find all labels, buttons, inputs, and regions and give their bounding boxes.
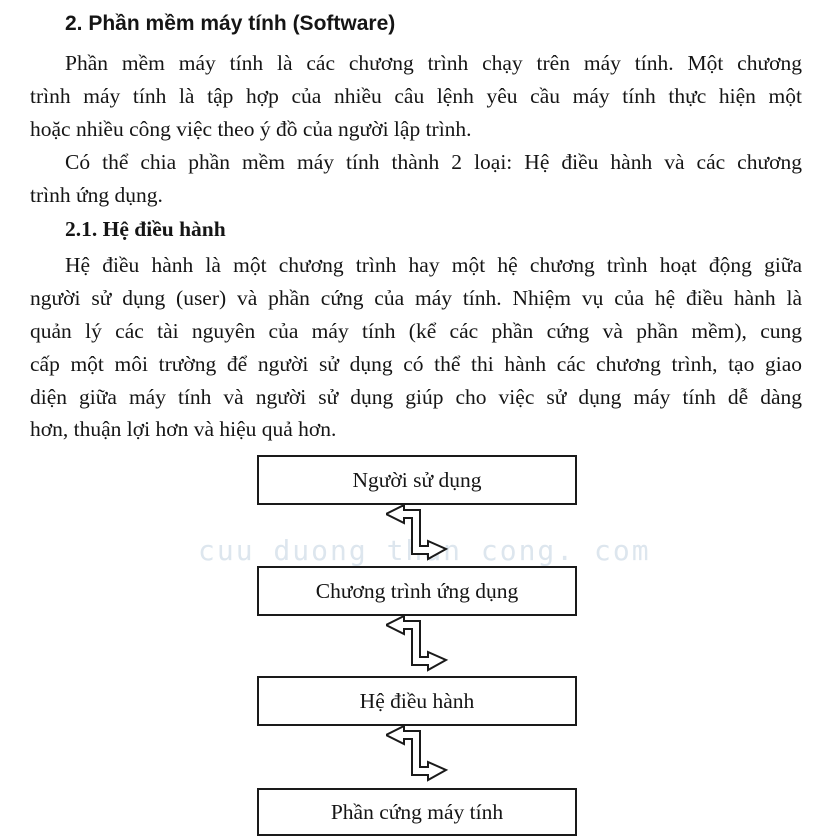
double-arrow-icon (386, 505, 449, 561)
subsection-heading: 2.1. Hệ điều hành (65, 217, 226, 241)
double-arrow-icon (386, 726, 449, 782)
paragraph-line: cấp một môi trường để người sử dụng có t… (30, 352, 802, 376)
diagram-box-applications: Chương trình ứng dụng (257, 566, 577, 616)
paragraph-line: hoặc nhiều công việc theo ý đồ của người… (30, 117, 472, 141)
paragraph-line: hơn, thuận lợi hơn và hiệu quả hơn. (30, 417, 337, 441)
paragraph-line: quản lý các tài nguyên của máy tính (kể … (30, 319, 802, 343)
section-heading: 2. Phần mềm máy tính (Software) (65, 12, 396, 35)
paragraph-line: Hệ điều hành là một chương trình hay một… (65, 253, 802, 277)
paragraph-line: Có thể chia phần mềm máy tính thành 2 lo… (65, 150, 802, 174)
diagram-box-operating-system: Hệ điều hành (257, 676, 577, 726)
diagram-box-hardware: Phần cứng máy tính (257, 788, 577, 836)
paragraph-line: Phần mềm máy tính là các chương trình ch… (65, 51, 802, 75)
paragraph-line: người sử dụng (user) và phần cứng của má… (30, 286, 802, 310)
paragraph-line: diện giữa máy tính và người sử dụng giúp… (30, 385, 802, 409)
paragraph-line: trình máy tính là tập hợp của nhiều câu … (30, 84, 802, 108)
paragraph-line: trình ứng dụng. (30, 183, 163, 207)
diagram-box-user: Người sử dụng (257, 455, 577, 505)
double-arrow-icon (386, 616, 449, 672)
